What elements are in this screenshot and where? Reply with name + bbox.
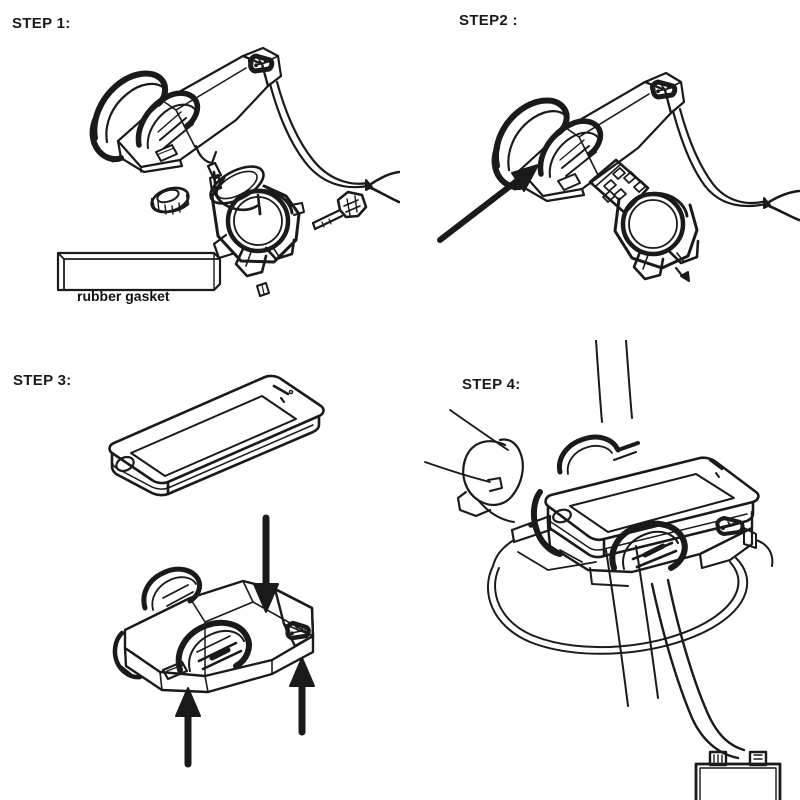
- smartphone: [108, 374, 325, 497]
- smartphone-installed: [544, 456, 760, 559]
- clamp-screw: [311, 190, 368, 231]
- step-3-title: STEP 3:: [13, 372, 72, 389]
- insert-arrow-down: [253, 514, 279, 613]
- usb-symbol-icon: [254, 58, 269, 68]
- panel-step-4: STEP 4: red wire to battery + black wire…: [400, 340, 800, 800]
- step-4-illustration: [400, 340, 800, 800]
- step-4-title: STEP 4:: [462, 376, 521, 393]
- step-2-title: STEP2 :: [459, 12, 518, 29]
- battery-icon: [694, 750, 782, 800]
- usb-symbol-icon: [721, 521, 739, 531]
- panel-step-3: STEP 3: button USB port: [0, 340, 400, 800]
- usb-port-callout-arrow: [289, 657, 315, 736]
- rubber-gasket-label: rubber gasket: [77, 288, 170, 304]
- rubber-gasket-shape: [56, 251, 222, 292]
- panel-step-2: STEP2 : rotate 360°: [400, 0, 800, 340]
- rotate-arrow: [437, 164, 539, 243]
- phone-home-button-icon: [115, 455, 135, 473]
- step-3-illustration: [0, 340, 400, 800]
- usb-symbol-icon: [656, 84, 672, 94]
- step-1-title: STEP 1:: [12, 15, 71, 32]
- step-1-illustration: [0, 0, 400, 340]
- step-2-illustration: [400, 0, 800, 340]
- knurled-nut: [150, 186, 190, 215]
- usb-symbol-icon: [290, 626, 306, 636]
- button-callout-arrow: [175, 687, 201, 768]
- small-spacer: [256, 282, 270, 297]
- panel-step-1: STEP 1: rubber gasket: [0, 0, 400, 340]
- button-recess: [161, 660, 189, 681]
- phone-home-button-icon: [552, 508, 572, 524]
